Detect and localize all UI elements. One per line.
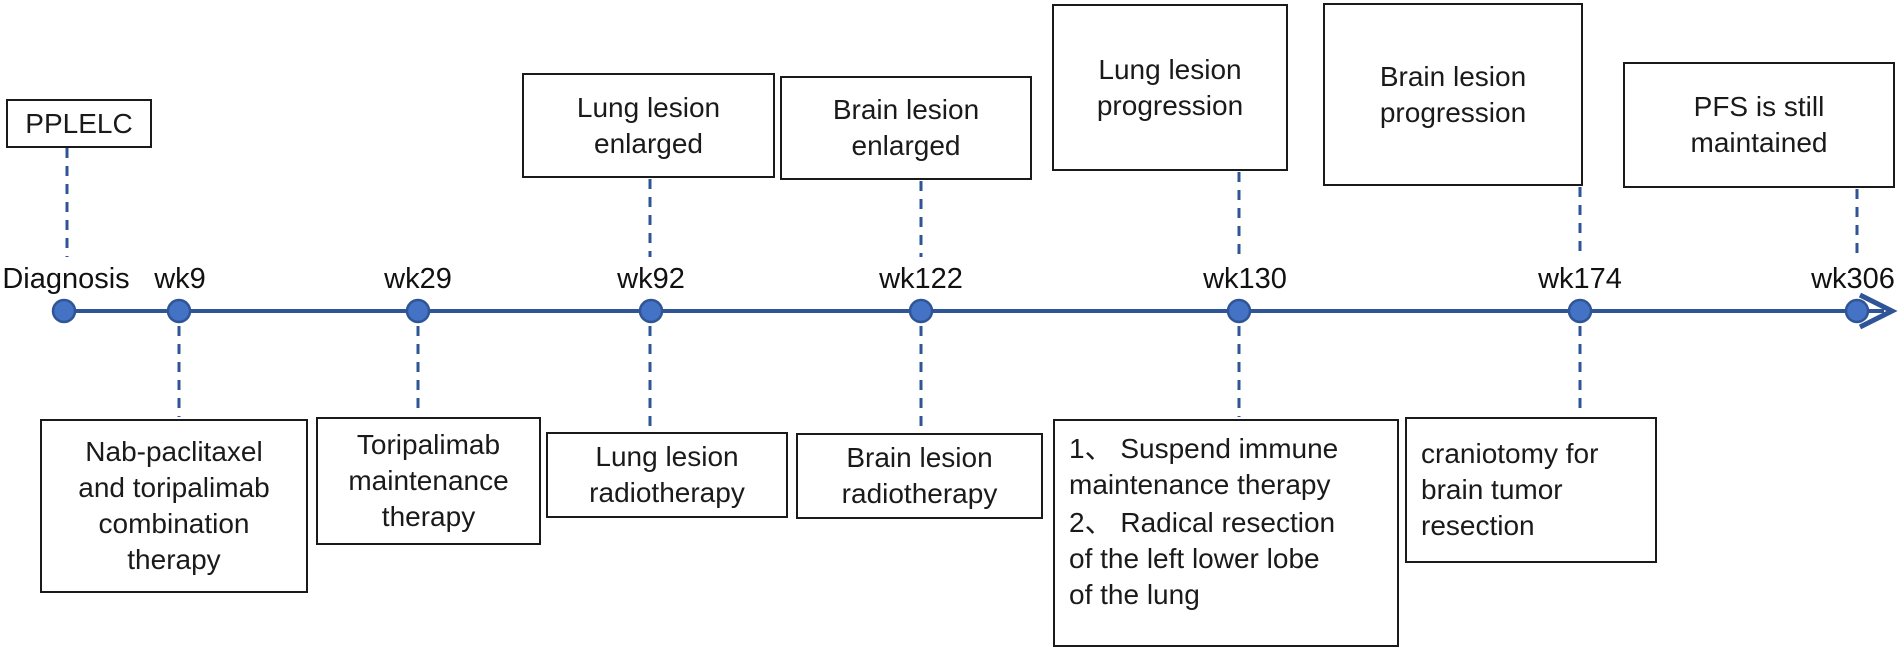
axis-label-wk174: wk174 xyxy=(1538,263,1622,295)
timeline-arrow-icon xyxy=(1858,292,1898,330)
event-box-nab-paclitaxel-therapy: Nab-paclitaxel and toripalimab combinati… xyxy=(40,419,308,593)
event-box-lung-lesion-enlarged: Lung lesion enlarged xyxy=(522,73,775,178)
axis-label-diagnosis: Diagnosis xyxy=(2,263,130,295)
timeline-dot-wk130 xyxy=(1226,298,1252,324)
event-box-brain-lesion-progression: Brain lesion progression xyxy=(1323,3,1583,186)
timeline-dot-diagnosis xyxy=(51,298,77,324)
axis-label-wk29: wk29 xyxy=(384,263,452,295)
event-box-lung-lesion-progression: Lung lesion progression xyxy=(1052,4,1288,171)
timeline-dot-wk122 xyxy=(908,298,934,324)
axis-label-wk306: wk306 xyxy=(1811,263,1895,295)
event-box-pplelc: PPLELC xyxy=(6,99,152,148)
timeline-dot-wk306 xyxy=(1844,298,1870,324)
event-box-pfs-maintained: PFS is still maintained xyxy=(1623,62,1895,188)
surgery-item-2: 2、 Radical resection of the left lower l… xyxy=(1069,507,1336,610)
event-box-craniotomy: craniotomy for brain tumor resection xyxy=(1405,417,1657,563)
surgery-item-1: 1、 Suspend immune maintenance therapy xyxy=(1069,433,1339,500)
event-box-brain-radiotherapy: Brain lesion radiotherapy xyxy=(796,433,1043,519)
timeline-dot-wk9 xyxy=(166,298,192,324)
event-box-toripalimab-maintenance: Toripalimab maintenance therapy xyxy=(316,417,541,545)
event-box-brain-lesion-enlarged: Brain lesion enlarged xyxy=(780,76,1032,180)
event-box-surgery: 1、 Suspend immune maintenance therapy 2、… xyxy=(1053,419,1399,647)
event-box-lung-radiotherapy: Lung lesion radiotherapy xyxy=(546,432,788,518)
axis-label-wk9: wk9 xyxy=(154,263,206,295)
axis-label-wk130: wk130 xyxy=(1203,263,1287,295)
timeline-dot-wk92 xyxy=(638,298,664,324)
timeline-dot-wk174 xyxy=(1567,298,1593,324)
timeline-dot-wk29 xyxy=(405,298,431,324)
axis-label-wk92: wk92 xyxy=(617,263,685,295)
axis-label-wk122: wk122 xyxy=(879,263,963,295)
